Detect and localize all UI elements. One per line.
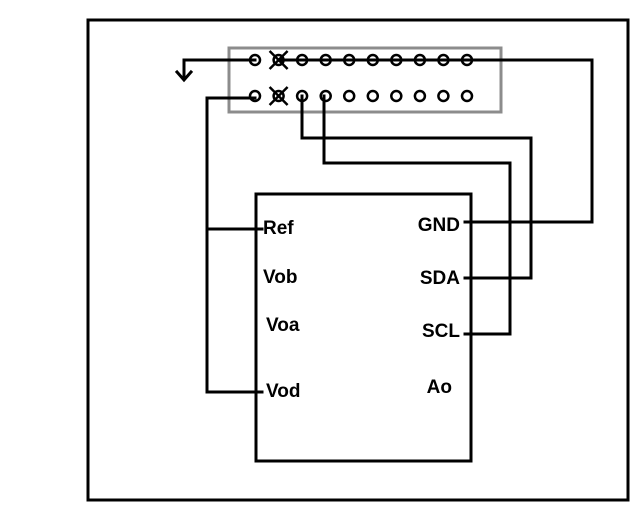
wire-gnd bbox=[182, 58, 257, 80]
wire-gnd-arrowhead bbox=[174, 69, 194, 83]
header-pin bbox=[460, 89, 474, 103]
header-outline bbox=[227, 46, 503, 114]
header-pin-cross-mark bbox=[268, 86, 289, 106]
wire-ref-vod bbox=[205, 96, 264, 394]
pin-label-vod: Vod bbox=[266, 381, 300, 402]
header-connector bbox=[227, 46, 503, 114]
pin-label-voa: Voa bbox=[266, 315, 300, 336]
header-pin bbox=[319, 89, 332, 103]
wires bbox=[174, 58, 594, 394]
outer-frame bbox=[86, 18, 630, 502]
pin-label-sda: SDA bbox=[420, 268, 460, 289]
pin-label-vob: Vob bbox=[263, 267, 297, 288]
pin-label-ao: Ao bbox=[427, 377, 452, 398]
pin-label-gnd: GND bbox=[418, 215, 460, 236]
chip-body bbox=[254, 192, 473, 463]
header-pin bbox=[366, 89, 380, 103]
header-pin bbox=[390, 89, 403, 103]
header-pin bbox=[413, 89, 427, 103]
wire-scl bbox=[322, 94, 512, 336]
chip-pin-labels: Ref Vob Voa Vod GND SDA SCL Ao bbox=[263, 215, 460, 402]
wire-gnd-right bbox=[278, 58, 594, 224]
header-pin bbox=[437, 89, 450, 103]
pin-label-ref: Ref bbox=[263, 218, 294, 239]
pin-label-scl: SCL bbox=[422, 321, 460, 342]
wire-sda bbox=[300, 94, 533, 280]
header-pin bbox=[342, 89, 356, 103]
